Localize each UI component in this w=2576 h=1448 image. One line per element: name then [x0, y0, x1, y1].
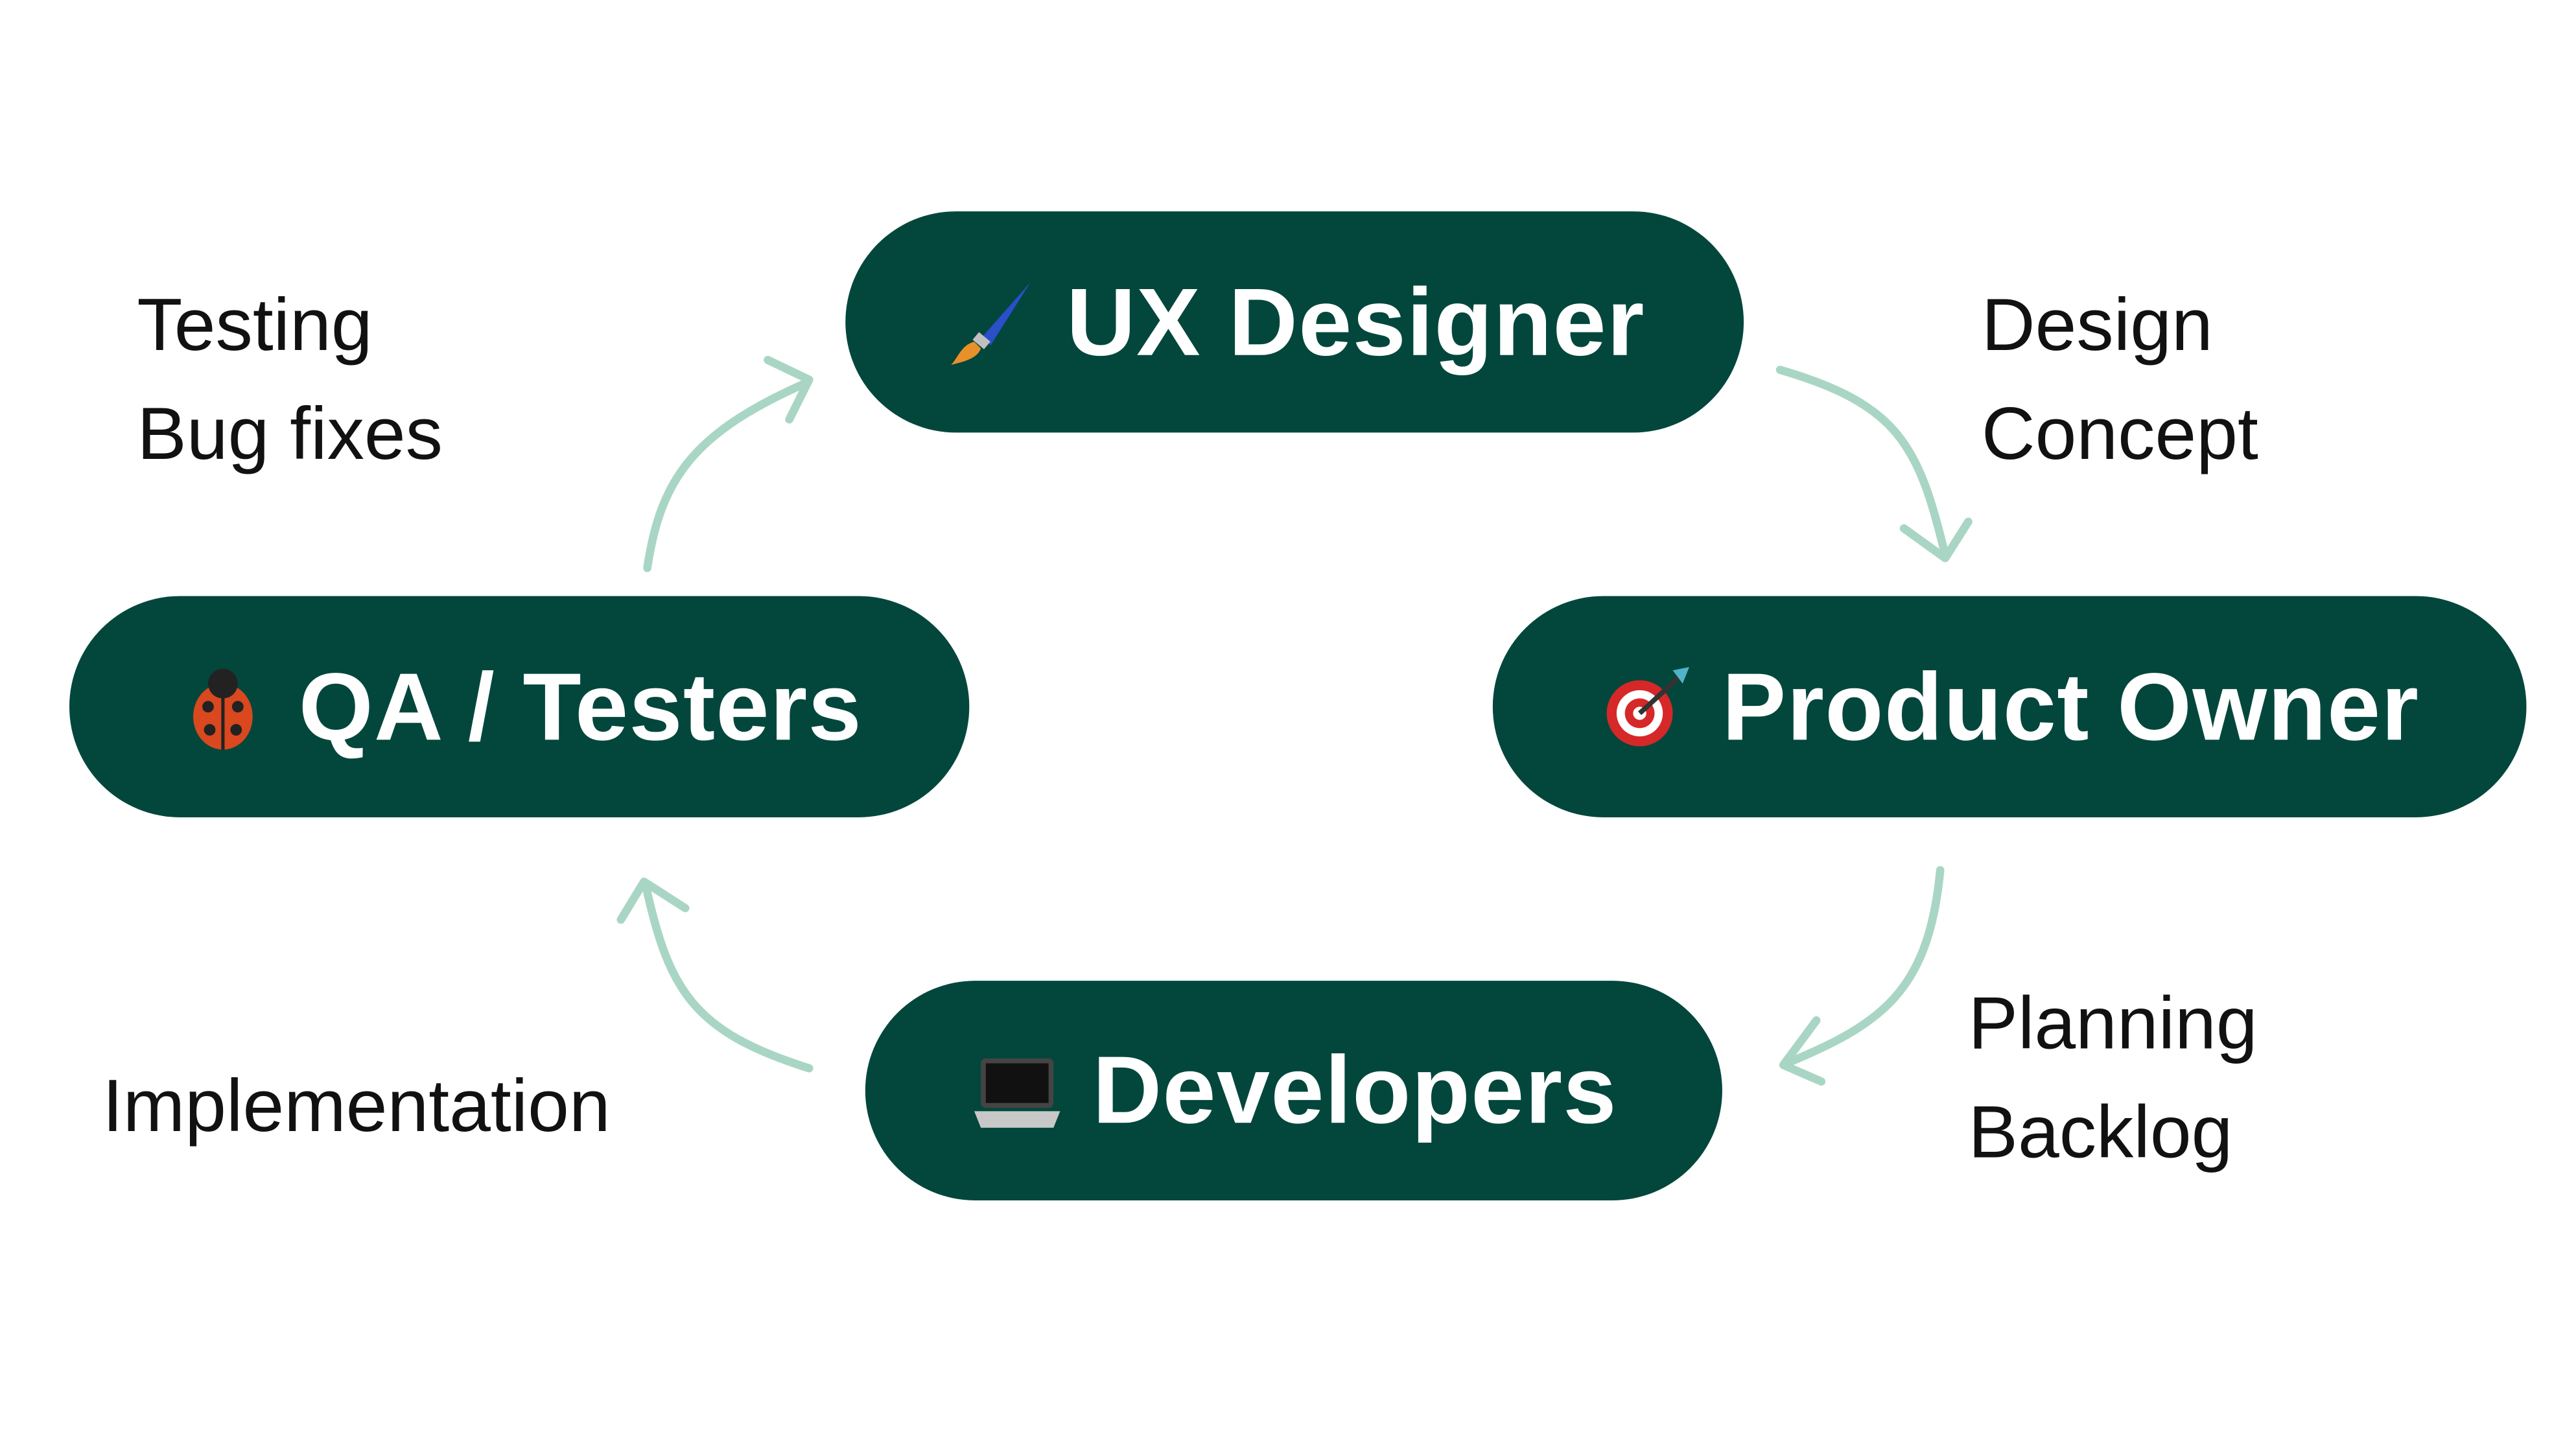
node-label: Product Owner — [1722, 653, 2420, 761]
label-po-to-dev: Planning Backlog — [1969, 969, 2258, 1187]
node-qa-testers: QA / Testers — [69, 596, 970, 817]
label-line: Implementation — [102, 1063, 611, 1148]
ladybug-icon — [193, 668, 253, 750]
label-line: Planning — [1968, 981, 2258, 1066]
label-qa-to-ux: Testing Bug fixes — [137, 271, 443, 489]
laptop-icon — [974, 1057, 1060, 1127]
node-label: UX Designer — [1066, 268, 1645, 376]
label-line: Concept — [1981, 391, 2258, 476]
target-icon — [1606, 667, 1689, 747]
label-line: Backlog — [1968, 1090, 2233, 1174]
label-line: Testing — [137, 282, 373, 367]
label-line: Design — [1981, 282, 2213, 367]
paintbrush-icon — [950, 282, 1031, 365]
label-ux-to-po: Design Concept — [1982, 271, 2258, 489]
arrow-po-to-dev — [1779, 866, 1945, 1086]
node-label: QA / Testers — [298, 653, 863, 761]
node-developers: Developers — [865, 981, 1722, 1200]
node-ux-designer: UX Designer — [845, 211, 1744, 433]
arrow-qa-to-ux — [643, 355, 814, 572]
label-dev-to-qa: Implementation — [102, 1052, 611, 1161]
arrow-ux-to-po — [1775, 366, 1973, 563]
arrow-dev-to-qa — [616, 877, 814, 1073]
node-product-owner: Product Owner — [1492, 596, 2527, 817]
label-line: Bug fixes — [137, 391, 443, 476]
node-label: Developers — [1092, 1036, 1617, 1145]
